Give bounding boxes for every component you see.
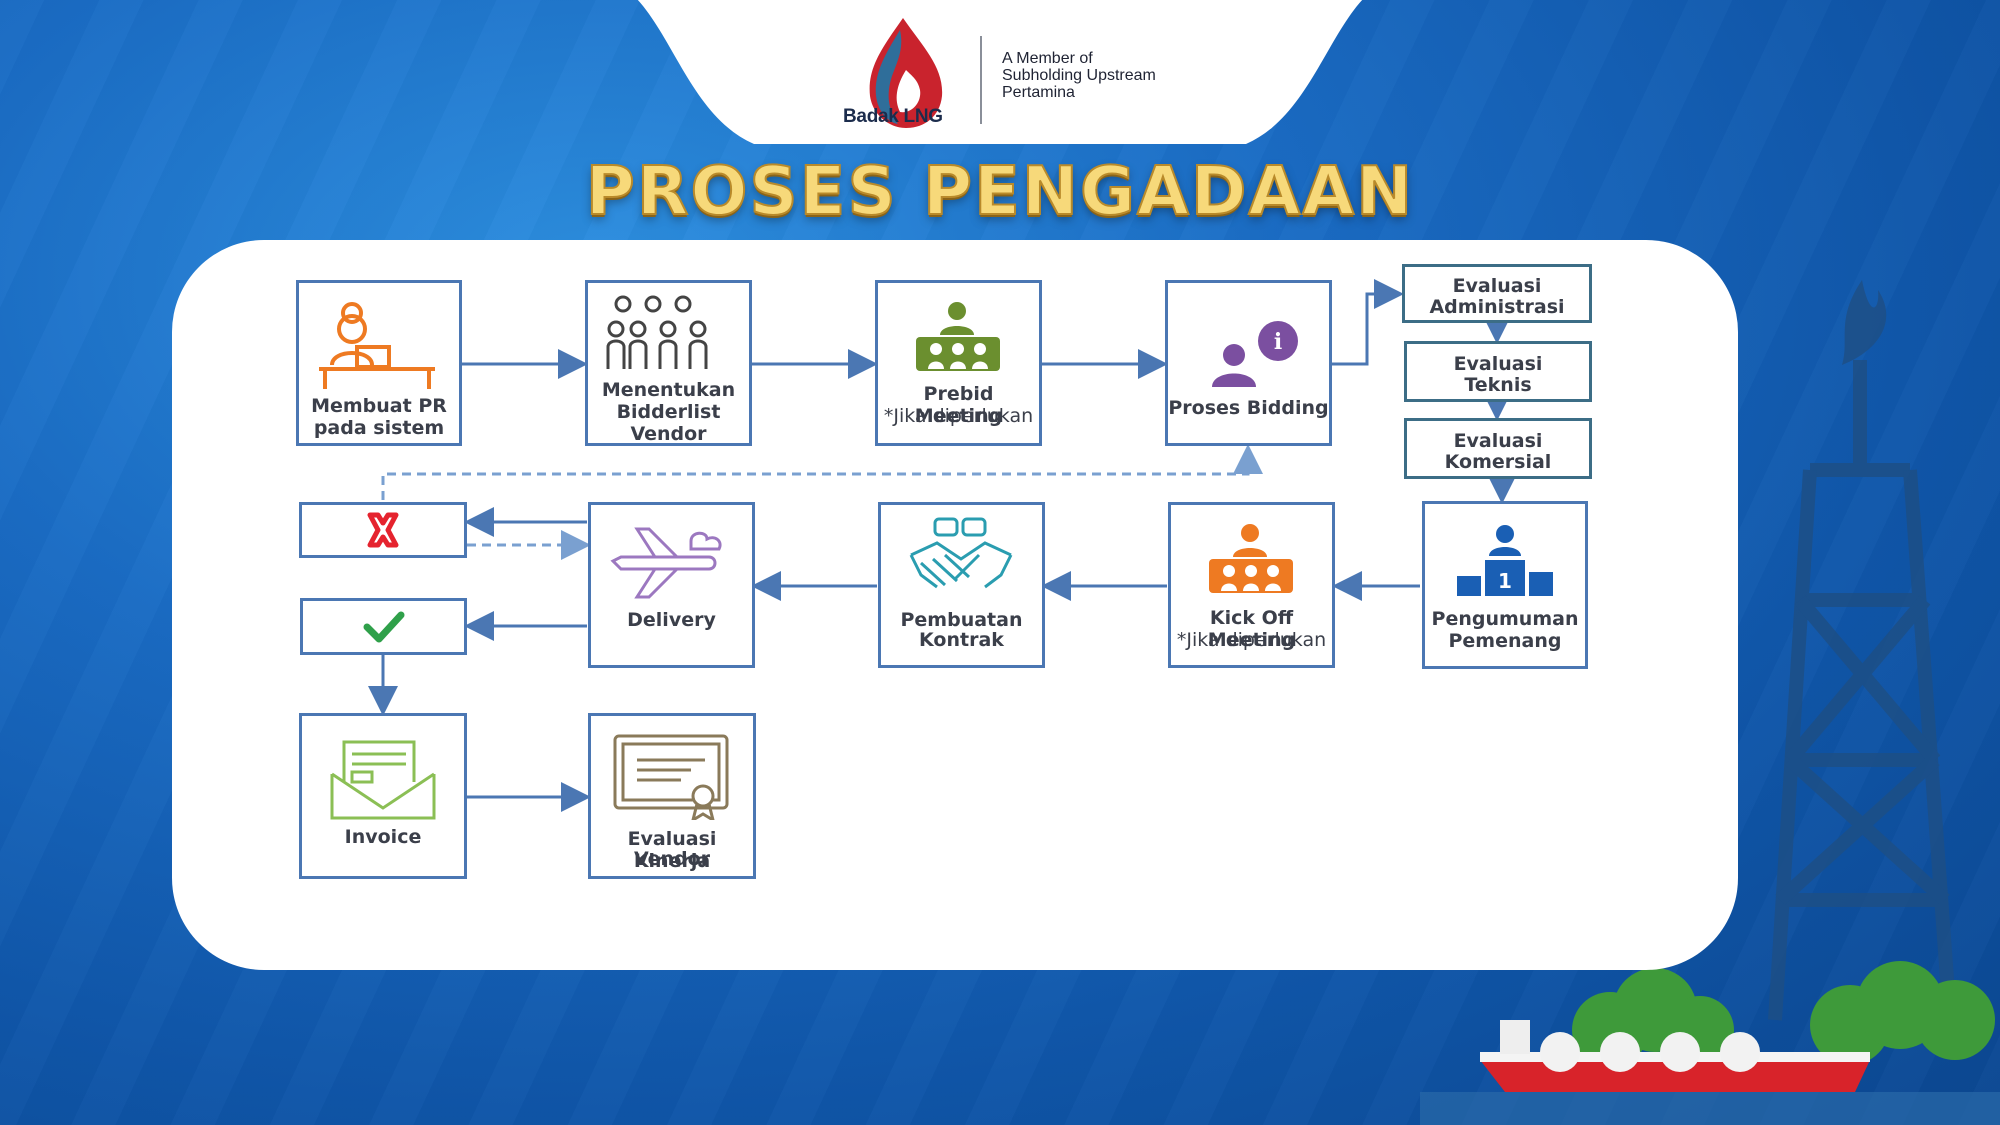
member-text-line1: A Member of	[1002, 50, 1093, 67]
header-divider	[980, 36, 982, 124]
brand-name: Badak LNG	[843, 106, 943, 127]
certificate-icon	[613, 734, 729, 820]
label-eval-admin-1: Evaluasi	[1452, 275, 1542, 297]
step-membuat-pr[interactable]: Membuat PR pada sistem	[296, 280, 462, 446]
step-pengumuman-pemenang[interactable]: 1 Pengumuman Pemenang	[1422, 501, 1588, 669]
person-desk-icon	[319, 302, 435, 389]
step-evaluasi-administrasi[interactable]: Evaluasi Administrasi	[1402, 264, 1592, 323]
podium-winner-icon: 1	[1457, 525, 1553, 596]
svg-text:1: 1	[1498, 569, 1512, 593]
flame-icon	[1842, 280, 1887, 365]
meeting-icon	[916, 302, 1000, 371]
trees-illustration	[1572, 961, 1995, 1068]
step-kick-off-meeting[interactable]: Kick Off Meeting *Jika diperlukan	[1168, 502, 1335, 668]
member-text-line3: Pertamina	[1002, 84, 1075, 101]
water-illustration	[1420, 1092, 2000, 1125]
kickoff-meeting-icon	[1209, 524, 1293, 593]
step-evaluasi-komersial[interactable]: Evaluasi Komersial	[1404, 418, 1592, 479]
label-bidding: Proses Bidding	[1168, 397, 1329, 419]
label-eval-komersial-2: Komersial	[1444, 451, 1552, 473]
label-prebid-1: Prebid Meeting	[914, 383, 1003, 427]
airplane-icon	[610, 527, 722, 599]
label-kickoff-2: *Jika diperlukan	[1176, 629, 1327, 651]
label-eval-teknis-2: Teknis	[1464, 374, 1532, 396]
label-kontrak-1: Pembuatan	[900, 609, 1023, 631]
group-people-icon	[606, 295, 708, 369]
label-pengumuman-1: Pengumuman	[1431, 608, 1579, 630]
bidding-info-icon: i	[1212, 321, 1298, 387]
label-membuat-pr-2: pada sistem	[313, 417, 445, 439]
label-kontrak-2: Kontrak	[919, 629, 1004, 651]
arrow-bidding-to-eval-admin	[1332, 279, 1404, 366]
oil-rig-illustration	[1768, 360, 1957, 1021]
label-invoice: Invoice	[344, 826, 422, 848]
label-eval-admin-2: Administrasi	[1429, 296, 1565, 318]
label-evaluasi-kinerja-2: Vendor	[633, 848, 711, 870]
step-invoice[interactable]: Invoice	[299, 713, 467, 879]
step-proses-bidding[interactable]: i Proses Bidding	[1165, 280, 1332, 446]
step-delivery[interactable]: Delivery	[588, 502, 755, 668]
label-delivery: Delivery	[627, 609, 716, 631]
arrow-reject-to-bidding	[381, 444, 1263, 500]
label-bidderlist-2: Bidderlist	[616, 401, 721, 423]
envelope-invoice-icon	[330, 740, 436, 820]
step-evaluasi-teknis[interactable]: Evaluasi Teknis	[1404, 341, 1592, 402]
step-prebid-meeting[interactable]: Prebid Meeting *Jika diperlukan	[875, 280, 1042, 446]
member-text-line2: Subholding Upstream	[1002, 67, 1156, 84]
label-eval-komersial-1: Evaluasi	[1453, 430, 1543, 452]
step-bidderlist[interactable]: Menentukan Bidderlist Vendor	[585, 280, 752, 446]
red-x-icon	[367, 512, 399, 548]
label-membuat-pr-1: Membuat PR	[311, 395, 447, 417]
svg-text:i: i	[1274, 329, 1282, 355]
green-check-icon	[363, 611, 405, 643]
lng-ship-illustration	[1480, 1020, 1870, 1092]
header-tab	[637, 0, 1363, 144]
label-evaluasi-kinerja-1: Evaluasi Kinerja	[627, 828, 717, 872]
handshake-icon	[909, 517, 1013, 589]
label-eval-teknis-1: Evaluasi	[1453, 353, 1543, 375]
page-title: PROSES PENGADAAN	[585, 151, 1415, 231]
label-pengumuman-2: Pemenang	[1448, 630, 1562, 652]
label-kickoff-1: Kick Off Meeting	[1207, 607, 1296, 651]
label-bidderlist-1: Menentukan	[601, 379, 736, 401]
status-rejected[interactable]	[299, 502, 467, 558]
step-pembuatan-kontrak[interactable]: Pembuatan Kontrak	[878, 502, 1045, 668]
step-evaluasi-kinerja-vendor[interactable]: Evaluasi Kinerja Vendor	[588, 713, 756, 879]
label-bidderlist-3: Vendor	[630, 423, 707, 445]
label-prebid-2: *Jika diperlukan	[883, 405, 1034, 427]
status-accepted[interactable]	[300, 598, 467, 655]
